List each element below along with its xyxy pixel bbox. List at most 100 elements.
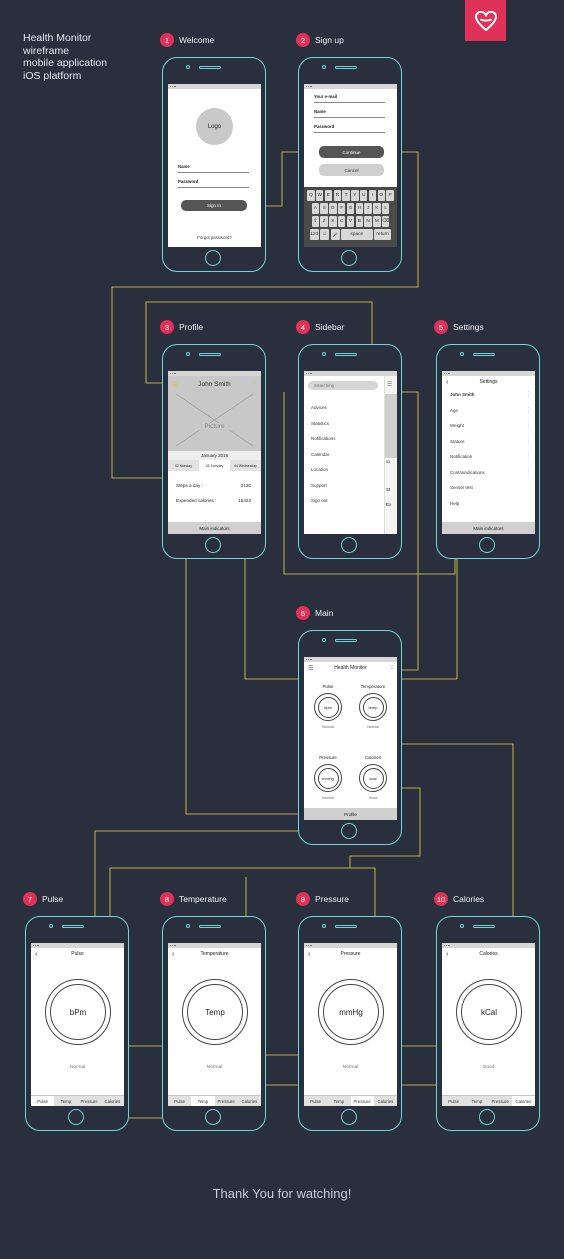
tab-temp[interactable]: Temp — [333, 1098, 345, 1104]
password-field[interactable]: Password — [178, 179, 249, 188]
day-tab[interactable]: 04 Wednesday — [234, 463, 257, 468]
key-n[interactable]: N — [364, 216, 372, 227]
space-key[interactable]: space — [340, 229, 373, 240]
tab-calories[interactable]: Calories — [241, 1098, 258, 1104]
key-c[interactable]: C — [337, 216, 346, 227]
key-u[interactable]: U — [359, 190, 368, 201]
settings-item[interactable]: Age — [450, 407, 459, 413]
emoji-key[interactable]: ☺ — [320, 229, 330, 240]
gauge-temperature[interactable]: temp — [359, 693, 387, 721]
gauge-pulse[interactable]: bpm — [314, 693, 342, 721]
main-indicators-button[interactable]: Main indicators — [442, 522, 535, 534]
tab-pulse[interactable]: Pulse — [310, 1098, 321, 1104]
gauge-pressure[interactable]: mmHg — [314, 764, 342, 792]
settings-item[interactable]: Contraindications — [450, 469, 485, 475]
menu-icon[interactable]: ☰ — [387, 382, 393, 388]
home-button[interactable] — [341, 250, 357, 266]
back-chevron-icon[interactable]: ‹ — [172, 950, 175, 958]
back-chevron-icon[interactable]: ‹ — [446, 378, 449, 386]
home-button[interactable] — [479, 537, 495, 553]
sidebar-item[interactable]: Support — [311, 482, 327, 488]
email-field[interactable]: Your e-mail — [314, 94, 385, 103]
tab-pulse[interactable]: Pulse — [174, 1098, 185, 1104]
day-tab[interactable]: 03 Tuesday — [199, 460, 230, 471]
key-e[interactable]: E — [324, 190, 333, 201]
key-p[interactable]: P — [386, 190, 394, 201]
key-v[interactable]: V — [346, 216, 355, 227]
tab-calories[interactable]: Calories — [377, 1098, 394, 1104]
settings-item[interactable]: Help — [450, 500, 460, 506]
tab-temp[interactable]: Temp — [471, 1098, 483, 1104]
key-s[interactable]: S — [320, 203, 328, 214]
sidebar-item[interactable]: Notifications — [311, 436, 336, 441]
more-vertical-icon[interactable]: ⋮ — [526, 453, 531, 459]
mic-key[interactable]: 🎤 — [330, 229, 340, 240]
back-chevron-icon[interactable]: ‹ — [35, 950, 38, 958]
key-k[interactable]: K — [373, 203, 381, 214]
return-key[interactable]: return — [374, 229, 392, 240]
day-tab[interactable]: 02 Monday — [175, 463, 192, 468]
key-m[interactable]: M — [373, 216, 381, 227]
home-button[interactable] — [205, 537, 221, 553]
tab-calories[interactable]: Calories — [104, 1098, 121, 1104]
key-z[interactable]: Z — [320, 216, 328, 227]
tab-pressure[interactable]: Pressure — [491, 1098, 509, 1104]
cancel-button[interactable]: Cancel — [319, 164, 384, 176]
main-indicators-button[interactable]: Main indicators — [168, 522, 261, 534]
key-b[interactable]: B — [355, 216, 364, 227]
tab-pressure[interactable]: Pressure — [80, 1098, 98, 1104]
key-x[interactable]: X — [329, 216, 337, 227]
home-button[interactable] — [479, 1109, 495, 1125]
more-vertical-icon[interactable]: ⋮ — [526, 391, 531, 397]
name-field[interactable]: Name — [314, 109, 385, 118]
settings-item[interactable]: Weight — [450, 423, 464, 428]
settings-item[interactable]: John Smith — [450, 392, 475, 397]
settings-item[interactable]: Notification — [450, 454, 473, 459]
home-button[interactable] — [341, 537, 357, 553]
numbers-key[interactable]: 123 — [309, 229, 319, 240]
continue-button[interactable]: Continue — [319, 146, 384, 158]
tab-temp[interactable]: Temp — [60, 1098, 72, 1104]
sidebar-item[interactable]: Advices — [311, 405, 327, 410]
password-field[interactable]: Password — [314, 124, 385, 133]
back-chevron-icon[interactable]: ‹ — [446, 950, 449, 958]
gauge-calories[interactable]: kcal — [359, 764, 387, 792]
key-h[interactable]: H — [355, 203, 364, 214]
key-f[interactable]: F — [337, 203, 346, 214]
sidebar-item[interactable]: Sign out — [311, 498, 328, 503]
tab-pulse[interactable]: Pulse — [448, 1098, 459, 1104]
home-button[interactable] — [341, 823, 357, 839]
filter-icon[interactable]: ⫶⫶ — [390, 665, 393, 671]
more-vertical-icon[interactable]: ⋮ — [526, 406, 531, 413]
tab-pulse[interactable]: Pulse — [31, 1096, 55, 1106]
key-q[interactable]: Q — [307, 190, 315, 201]
delete-key[interactable]: ⌫ — [381, 216, 390, 227]
sidebar-item[interactable]: Statistics — [311, 420, 330, 426]
home-button[interactable] — [68, 1109, 84, 1125]
more-vertical-icon[interactable]: ⋮ — [526, 437, 531, 444]
sidebar-item[interactable]: Calendar — [311, 451, 330, 457]
key-a[interactable]: A — [311, 203, 320, 214]
home-button[interactable] — [341, 1109, 357, 1125]
tab-pressure[interactable]: Pressure — [350, 1096, 374, 1106]
home-button[interactable] — [205, 250, 221, 266]
key-t[interactable]: T — [342, 190, 350, 201]
tab-calories[interactable]: Calories — [511, 1096, 535, 1106]
profile-button[interactable]: Profile — [304, 808, 397, 820]
settings-item[interactable]: Sensor test — [450, 485, 473, 490]
name-field[interactable]: Name — [178, 164, 249, 173]
forgot-password-link[interactable]: Forgot password? — [197, 235, 232, 240]
key-y[interactable]: Y — [351, 190, 359, 201]
sign-in-button[interactable]: Sign In — [181, 200, 247, 211]
menu-icon[interactable]: ☰ — [308, 665, 314, 672]
more-vertical-icon[interactable]: ⋮ — [526, 422, 531, 428]
key-i[interactable]: I — [368, 190, 377, 201]
back-chevron-icon[interactable]: ‹ — [308, 950, 311, 958]
key-g[interactable]: G — [346, 203, 355, 214]
settings-item[interactable]: Stature — [450, 438, 465, 444]
key-d[interactable]: D — [329, 203, 337, 214]
shift-key[interactable]: ⇧ — [311, 216, 320, 227]
key-j[interactable]: J — [364, 203, 372, 214]
key-o[interactable]: O — [377, 190, 386, 201]
tab-pressure[interactable]: Pressure — [217, 1098, 235, 1104]
